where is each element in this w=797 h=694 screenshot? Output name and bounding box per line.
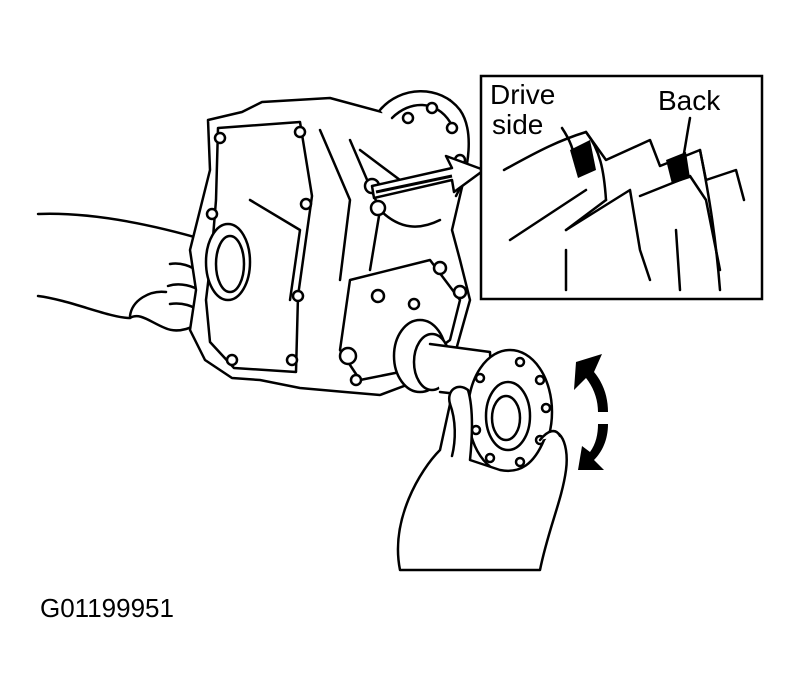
- differential-carrier-illustration: [188, 90, 494, 400]
- companion-flange-illustration: [466, 348, 554, 476]
- side-label: side: [492, 109, 543, 140]
- rotation-double-arrow-icon: [574, 354, 608, 470]
- right-hand-illustration: [396, 385, 568, 572]
- back-label: Back: [658, 85, 721, 116]
- drive-label: Drive: [490, 79, 555, 110]
- pointer-arrow-icon: [370, 154, 486, 200]
- drive-side-contact-mark: [570, 140, 596, 178]
- gear-tooth-detail-inset: Drive side Back: [479, 74, 764, 301]
- figure-id: G01199951: [40, 593, 174, 623]
- back-contact-mark: [666, 152, 690, 184]
